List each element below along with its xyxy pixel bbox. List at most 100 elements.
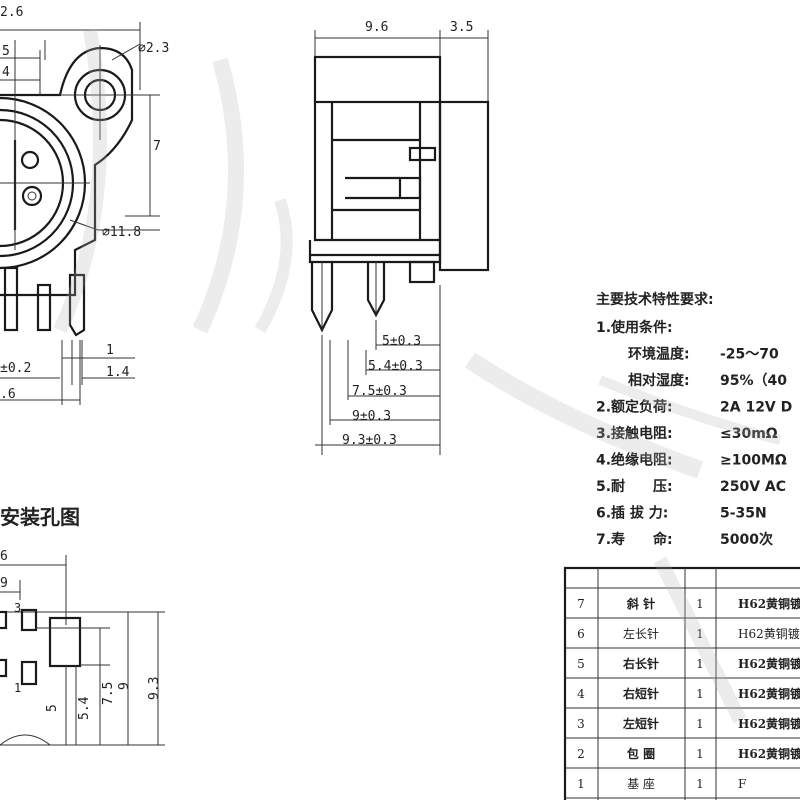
table-row: 2 包 圈 1 H62黄铜镀 — [577, 746, 800, 761]
mount-hole-3 — [20, 608, 38, 632]
front-view: 2.6 5 4 ⌀2.3 7 ⌀11.8 ±0.2 1 1.4 .6 — [0, 5, 169, 405]
spec-value: -25～70 — [720, 347, 779, 363]
dim-pin-9: 9±0.3 — [352, 409, 391, 424]
spec-label: 1.使用条件: — [596, 319, 673, 336]
spec-value: 5000次 — [720, 531, 773, 548]
dim-upper-5: 5 — [2, 44, 10, 59]
mount-dim-v-9-3: 9.3 — [147, 677, 162, 700]
dim-pin-5-4: 5.4±0.3 — [368, 359, 423, 374]
dim-pin-7-5: 7.5±0.3 — [352, 384, 407, 399]
table-row: 7 斜 针 1 H62黄铜镀 — [577, 596, 800, 611]
cell-qty: 1 — [696, 717, 704, 731]
cell-name: 基 座 — [627, 776, 655, 791]
table-row: 5 右长针 1 H62黄铜镀 — [577, 656, 800, 671]
mount-dim-v-9: 9 — [117, 682, 132, 690]
cell-material: H62黄铜镀 — [738, 656, 800, 671]
cell-material: H62黄铜镀 — [738, 716, 800, 731]
cell-no: 7 — [577, 597, 585, 611]
mount-dim-top-9: 9 — [0, 576, 8, 591]
cell-name: 右短针 — [622, 686, 659, 701]
cell-material: H62黄铜镀 — [738, 686, 800, 701]
spec-label: 环境温度: — [628, 346, 690, 363]
front-pin-right — [68, 273, 86, 337]
side-body-main — [313, 102, 442, 242]
table-row: 6 左长针 1 H62黄铜镀 — [577, 626, 800, 641]
cell-material: F — [738, 777, 746, 791]
dim-bottom-1: 1 — [106, 343, 114, 358]
spec-lines: 1.使用条件: 环境温度: -25～70 相对湿度: 95%（40 2.额定负荷: 2A 1… — [596, 319, 792, 548]
spec-value: 95%（40 — [720, 373, 787, 389]
front-pin-mid — [36, 283, 52, 332]
spec-label: 7.寿 命: — [596, 531, 673, 548]
dim-upper-4: 4 — [2, 65, 10, 80]
mount-dim-hole-1: 1 — [14, 681, 21, 695]
spec-value: ≤30mΩ — [720, 426, 778, 442]
spec-value: ≥100MΩ — [720, 453, 787, 469]
mounting-hole-plan: 安装孔图 6 9 3 1 5 5.4 7.5 9 9.3 — [0, 505, 165, 746]
spec-title: 主要技术特性要求: — [596, 291, 714, 308]
dim-body-width: 9.6 — [365, 20, 388, 35]
cell-material: H62黄铜镀 — [738, 746, 800, 761]
spec-label: 相对湿度: — [628, 372, 690, 389]
cell-qty: 1 — [696, 777, 704, 791]
side-view: 9.6 3.5 5±0.3 5.4±0.3 7.5±0.3 9±0.3 9.3±… — [308, 20, 490, 455]
side-base — [308, 240, 442, 264]
spec-label: 2.额定负荷: — [596, 399, 673, 416]
cell-qty: 1 — [696, 747, 704, 761]
spec-label: 6.插 拔 力: — [596, 505, 668, 522]
side-flange — [438, 100, 490, 272]
cell-name: 斜 针 — [626, 596, 655, 611]
mounting-title: 安装孔图 — [0, 505, 80, 529]
dim-pin-9-3: 9.3±0.3 — [342, 433, 397, 448]
front-pin-left — [3, 266, 19, 332]
mount-dim-v-5: 5 — [45, 704, 60, 712]
mount-dim-top-6: 6 — [0, 549, 8, 564]
spec-label: 3.接触电阻: — [596, 425, 673, 442]
cell-no: 4 — [577, 687, 585, 701]
cell-name: 左长针 — [623, 626, 659, 641]
cell-no: 6 — [577, 627, 585, 641]
spec-value: 250V AC — [720, 479, 786, 495]
dim-bottom-overall: .6 — [0, 387, 16, 402]
cell-qty: 1 — [696, 657, 704, 671]
pin-hole-lower — [21, 185, 43, 207]
dim-flange-width: 3.5 — [450, 20, 473, 35]
spec-label: 4.绝缘电阻: — [596, 452, 673, 469]
table-row: 1 基 座 1 F — [577, 776, 746, 791]
cell-qty: 1 — [696, 627, 704, 641]
cell-no: 3 — [577, 717, 585, 731]
spec-label: 5.耐 压: — [596, 478, 673, 495]
dim-hole-dia: ⌀2.3 — [138, 41, 169, 56]
cell-name: 右长针 — [622, 656, 659, 671]
watermark — [53, 28, 782, 724]
table-row: 3 左短针 1 H62黄铜镀 — [577, 716, 800, 731]
cell-name: 包 圈 — [626, 746, 655, 761]
cell-name: 左短针 — [622, 716, 659, 731]
spec-block: 主要技术特性要求: 1.使用条件: 环境温度: -25～70 相对湿度: 95%（40 2… — [596, 291, 792, 548]
front-body-outline — [0, 46, 134, 297]
mount-hole-left-mid — [0, 658, 8, 678]
cell-material: H62黄铜镀 — [738, 626, 800, 641]
dim-outer-dia: ⌀11.8 — [102, 225, 141, 240]
cell-no: 1 — [577, 777, 585, 791]
dim-top-left: 2.6 — [0, 5, 23, 20]
mount-dim-v-5-4: 5.4 — [77, 696, 92, 720]
dim-pin-5: 5±0.3 — [382, 334, 421, 349]
cell-material: H62黄铜镀 — [738, 596, 800, 611]
cell-no: 5 — [577, 657, 585, 671]
mount-hole-1 — [20, 660, 38, 686]
mount-dim-hole-3: 3 — [14, 601, 21, 615]
dim-bottom-tol: ±0.2 — [0, 361, 31, 376]
side-body-top — [313, 55, 442, 104]
spec-value: 2A 12V D — [720, 400, 792, 416]
dim-height-7: 7 — [153, 139, 161, 154]
pin-hole-upper — [20, 150, 40, 170]
mount-dim-v-7-5: 7.5 — [101, 682, 116, 705]
spec-value: 5-35N — [720, 506, 767, 522]
cell-no: 2 — [577, 747, 585, 761]
cell-qty: 1 — [696, 597, 704, 611]
mount-hole-left-top — [0, 610, 8, 630]
